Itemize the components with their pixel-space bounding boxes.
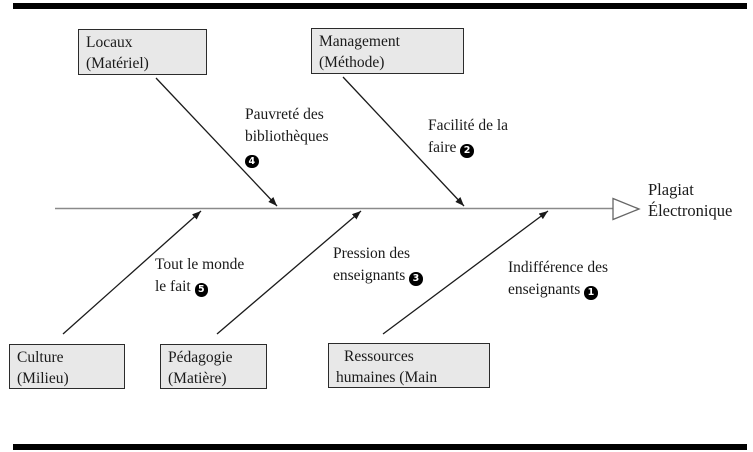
cause-text-line: enseignants 1 — [508, 279, 608, 301]
cause-text-line: Indifférence des — [508, 259, 608, 276]
cause-number-badge: 5 — [194, 283, 209, 297]
cause-text: faire — [428, 138, 457, 156]
category-sublabel: (Matériel) — [86, 55, 149, 72]
category-box-culture: Culture (Milieu) — [9, 344, 125, 389]
cause-number-badge: 2 — [460, 144, 474, 158]
cause-text: enseignants — [508, 280, 581, 298]
effect-label-plagiat-electronique: Plagiat Électronique — [648, 180, 732, 221]
category-box-locaux: Locaux (Matériel) — [78, 29, 207, 75]
spine-arrowhead-icon — [612, 197, 641, 221]
cause-text-line: enseignants 3 — [333, 265, 423, 287]
cause-text-line: Pression des — [333, 245, 411, 262]
category-box-pedagogie: Pédagogie (Matière) — [160, 344, 267, 389]
cause-text: enseignants — [333, 266, 406, 284]
cause-text-line: le fait 5 — [155, 276, 244, 298]
cause-label-pression-des-enseignants: Pression des enseignants 3 — [333, 243, 423, 286]
cause-label-indifference-des-enseignants: Indifférence des enseignants 1 — [508, 257, 608, 300]
category-label: Culture — [17, 349, 64, 366]
cause-label-pauvrete-des-bibliotheques: Pauvreté des bibliothèques 4 — [245, 104, 329, 169]
top-horizontal-rule — [13, 3, 747, 9]
category-sublabel: (Matière) — [168, 370, 227, 387]
cause-label-facilite-de-la-faire: Facilité de la faire 2 — [428, 115, 508, 158]
category-label: Locaux — [86, 34, 133, 51]
cause-text-line: Facilité de la — [428, 117, 509, 134]
branch-line-locaux — [155, 77, 278, 207]
branch-line-ressources — [382, 210, 549, 335]
cause-text-line: Pauvreté des — [245, 106, 324, 123]
category-label: Management — [319, 33, 400, 50]
cause-text-line: bibliothèques — [245, 127, 329, 145]
cause-number-badge: 1 — [584, 286, 598, 300]
cause-text-line: Tout le monde — [155, 256, 245, 273]
branch-line-management — [342, 76, 465, 207]
category-box-management: Management (Méthode) — [311, 28, 464, 74]
cause-number-badge: 3 — [409, 272, 423, 286]
category-sublabel: humaines (Main — [336, 369, 438, 386]
branch-line-pedagogie — [216, 210, 362, 335]
cause-badge-row: 4 — [245, 147, 329, 169]
category-box-ressources: Ressources humaines (Main — [328, 343, 490, 388]
category-label: Ressources — [344, 348, 414, 365]
cause-text-line: faire 2 — [428, 137, 508, 159]
cause-number-badge: 4 — [245, 154, 259, 168]
bottom-horizontal-rule — [13, 444, 747, 450]
cause-text: le fait — [155, 277, 191, 295]
branch-line-culture — [62, 210, 202, 335]
cause-label-tout-le-monde-le-fait: Tout le monde le fait 5 — [155, 254, 244, 297]
category-label: Pédagogie — [168, 349, 233, 366]
effect-text-line: Électronique — [648, 200, 733, 220]
category-sublabel: (Milieu) — [17, 370, 69, 387]
effect-text-line: Plagiat — [648, 180, 694, 199]
category-sublabel: (Méthode) — [319, 54, 385, 71]
